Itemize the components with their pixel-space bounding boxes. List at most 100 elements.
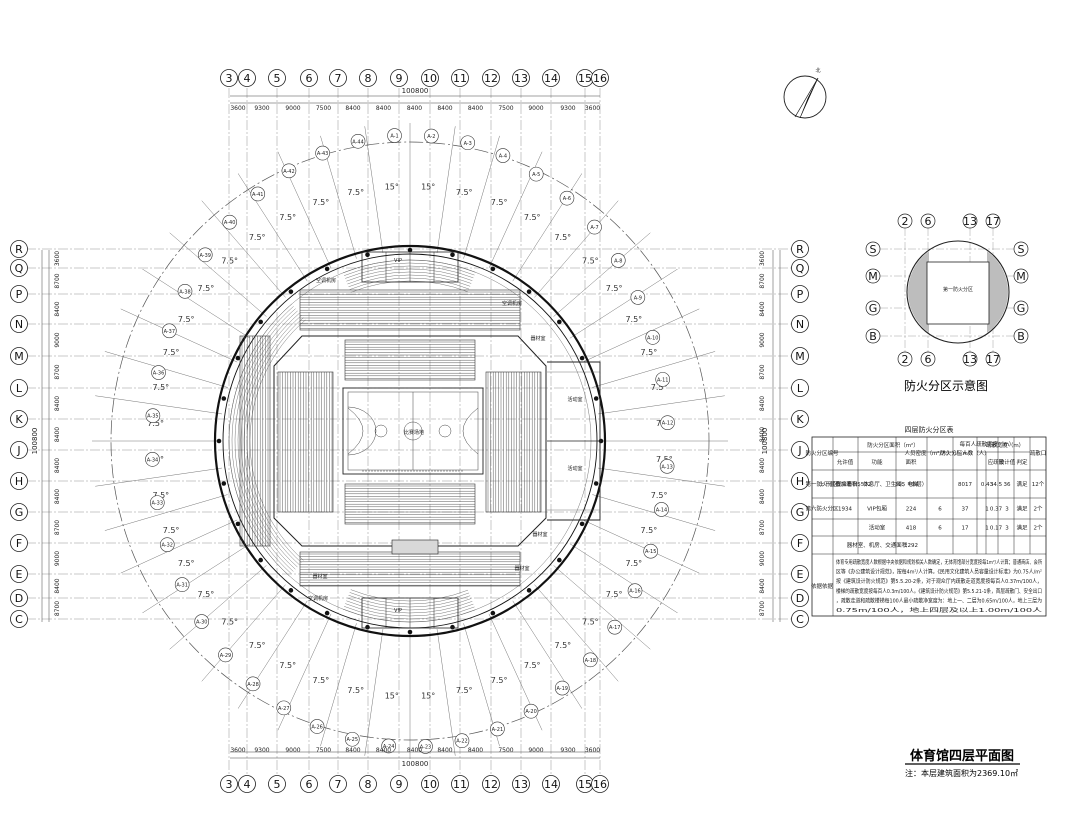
bottom-service-rooms <box>361 539 459 629</box>
column-spacing-bottom: 9300 <box>560 747 575 754</box>
column-axis-3-top: 3 <box>226 72 233 85</box>
radial-tag: A-33 <box>152 501 163 507</box>
column-axis-5-bottom: 5 <box>274 778 281 791</box>
fire-zone-bottom-axis: 2 <box>902 353 909 366</box>
row-axis-J-right: J <box>797 444 801 457</box>
fire-zone-left-axis: S <box>870 243 877 256</box>
fire-table-header: 疏散口 <box>1030 449 1047 457</box>
column-axis-5-top: 5 <box>274 72 281 85</box>
row-spacing-left: 8700 <box>54 601 61 616</box>
overall-dimension-bottom: 100800 <box>402 760 429 768</box>
fire-table-basis-line: ，疏散走道和疏散楼梯每100人最小疏散净宽度为：地上一、二层为0.65m/100… <box>836 596 1042 604</box>
radial-tag: A-35 <box>147 414 158 420</box>
fire-table-cell: 2个 <box>1034 506 1043 513</box>
fire-table-header: 应疏散 <box>988 458 1005 466</box>
row-spacing-left: 8400 <box>54 578 61 593</box>
column-axis-7-bottom: 7 <box>335 778 342 791</box>
plan-area-note: 注：本层建筑面积为2369.10㎡ <box>905 768 1018 778</box>
radial-tag: A-12 <box>662 421 673 427</box>
column-spacing-top: 7500 <box>316 105 331 112</box>
room-label: 空调机房 <box>316 277 336 284</box>
column-spacing-bottom: 8400 <box>437 747 452 754</box>
fire-table-header: 防火分区面积（m²） <box>867 441 919 449</box>
radial-tag: A-17 <box>609 625 620 631</box>
overall-dimension-top: 100800 <box>402 87 429 95</box>
column-spacing-bottom: 7500 <box>316 747 331 754</box>
fire-table-cell: 1292 <box>904 543 918 549</box>
angle-label: 7.5° <box>651 383 668 392</box>
room-label: 活动室 <box>567 465 582 472</box>
fire-table-header: 功能 <box>871 458 883 466</box>
row-axis-L-right: L <box>797 382 804 395</box>
angle-label: 7.5° <box>221 257 238 266</box>
row-spacing-right: 8400 <box>759 458 766 473</box>
column-axis-15-bottom: 15 <box>578 778 592 791</box>
row-spacing-left: 9000 <box>54 551 61 566</box>
angle-label: 7.5° <box>582 617 599 626</box>
angle-label: 7.5° <box>249 641 266 650</box>
column-axis-11-bottom: 11 <box>453 778 467 791</box>
row-axis-Q-left: Q <box>15 262 24 275</box>
column-axis-7-top: 7 <box>335 72 342 85</box>
column-axis-3-bottom: 3 <box>226 778 233 791</box>
angle-label: 7.5° <box>152 383 169 392</box>
column-spacing-bottom: 9000 <box>528 747 543 754</box>
column-axis-12-top: 12 <box>484 72 498 85</box>
north-arrow: 北 <box>783 67 827 119</box>
row-spacing-left: 8400 <box>54 396 61 411</box>
column-axis-9-bottom: 9 <box>396 778 403 791</box>
row-spacing-left: 8700 <box>54 273 61 288</box>
fire-table-cell: 第一防火分区 <box>805 480 839 488</box>
column-spacing-top: 9000 <box>285 105 300 112</box>
row-axis-F-left: F <box>16 537 22 550</box>
row-spacing-right: 8400 <box>759 301 766 316</box>
fire-zone-left-axis: B <box>869 330 877 343</box>
fire-table-cell: 395（本层） <box>895 480 928 488</box>
radial-tag: A-24 <box>383 744 394 750</box>
column-spacing-top: 8400 <box>345 105 360 112</box>
row-spacing-right: 8400 <box>759 427 766 442</box>
radial-tag: A-22 <box>456 739 467 745</box>
fire-table-title: 四层防火分区表 <box>905 425 954 434</box>
row-axis-C-right: C <box>796 613 804 626</box>
row-spacing-left: 8700 <box>54 520 61 535</box>
angle-label: 7.5° <box>249 233 266 242</box>
fire-table-cell: 34.5 <box>990 482 1003 488</box>
radial-tag: A-1 <box>390 134 398 140</box>
radial-tag: A-14 <box>656 507 667 513</box>
column-axis-14-top: 14 <box>544 72 558 85</box>
fire-zone-top-axis: 6 <box>925 215 932 228</box>
angle-label: 7.5° <box>221 617 238 626</box>
column-spacing-bottom: 3600 <box>585 747 600 754</box>
radial-tag: A-7 <box>590 225 598 231</box>
fire-zone-label: 第一防火分区 <box>943 286 973 293</box>
radial-tag: A-4 <box>499 154 507 160</box>
angle-label: 7.5° <box>606 590 623 599</box>
row-spacing-right: 8400 <box>759 489 766 504</box>
angle-label: 7.5° <box>178 559 195 568</box>
fire-zone-right-axis: S <box>1018 243 1025 256</box>
fire-table-header: 允许值 <box>837 458 854 466</box>
fire-table-cell: 36 <box>1004 482 1011 488</box>
row-spacing-right: 8700 <box>759 601 766 616</box>
row-spacing-right: 8700 <box>759 520 766 535</box>
court-label: 比赛场地 <box>404 429 424 436</box>
fire-table-cell: 2个 <box>1034 525 1043 532</box>
radial-tag: A-6 <box>563 196 571 202</box>
fire-table-basis-line: 楼梯的疏散宽度按每百人0.3m/100人。《建筑设计防火规范》第5.5.21-1… <box>836 587 1042 595</box>
column-spacing-bottom: 7500 <box>498 747 513 754</box>
room-label: 器材室 <box>312 573 327 580</box>
angle-label: 7.5° <box>491 676 508 685</box>
north-label: 北 <box>815 67 820 74</box>
column-spacing-bottom: 8400 <box>376 747 391 754</box>
column-spacing-bottom: 9000 <box>285 747 300 754</box>
row-spacing-right: 8700 <box>759 364 766 379</box>
row-axis-M-right: M <box>795 350 805 363</box>
row-axis-C-left: C <box>15 613 23 626</box>
row-spacing-left: 8400 <box>54 458 61 473</box>
fire-table-cell: 224 <box>906 507 917 513</box>
column-spacing-top: 3600 <box>230 105 245 112</box>
room-label: 空调机房 <box>308 595 328 602</box>
angle-label: 7.5° <box>524 213 541 222</box>
